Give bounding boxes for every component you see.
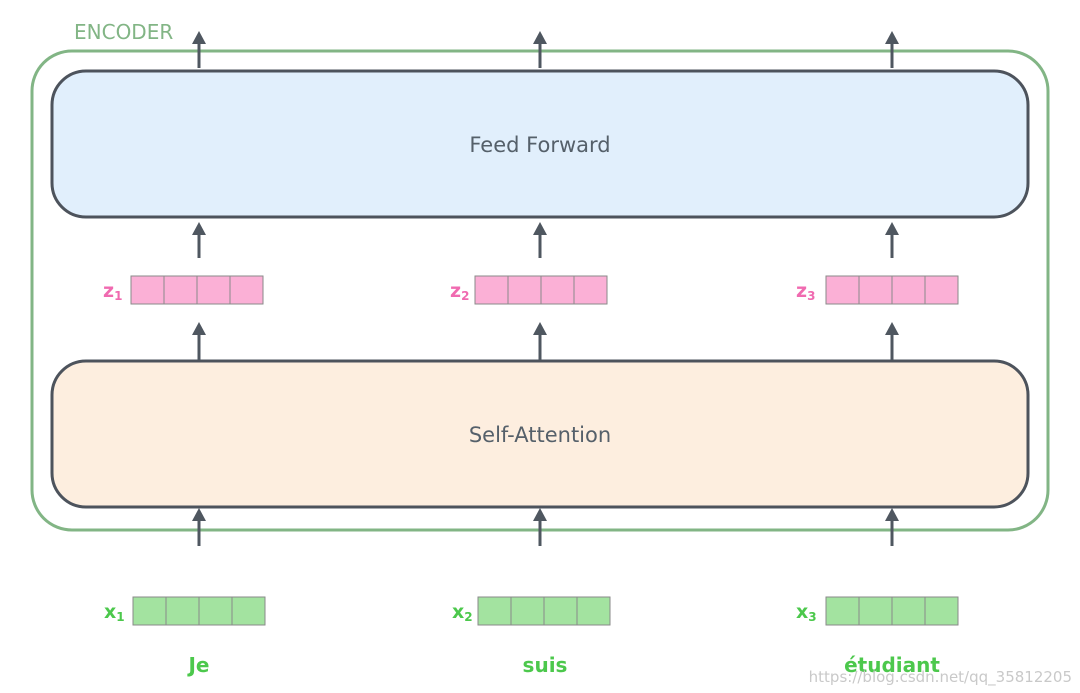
arrow-head-icon <box>885 322 899 335</box>
vector-cell <box>573 275 608 305</box>
feed-forward-label: Feed Forward <box>469 133 610 157</box>
z1-vector <box>130 275 264 305</box>
word-3: étudiant <box>844 653 940 677</box>
vector-cell <box>891 596 926 626</box>
arrow-head-icon <box>533 222 547 235</box>
feed-forward-block <box>50 69 1030 219</box>
vector-cell <box>163 275 198 305</box>
column-2: z2 x2 suis <box>450 275 611 677</box>
arrow-head-icon <box>885 222 899 235</box>
x2-vector <box>477 596 611 626</box>
vector-cell <box>858 275 893 305</box>
x3-label: x3 <box>796 601 817 624</box>
vector-cell <box>477 596 512 626</box>
self-attention-block <box>50 359 1030 509</box>
vector-cell <box>891 275 926 305</box>
z2-label: z2 <box>450 280 469 303</box>
word-2: suis <box>523 653 568 677</box>
arrow-head-icon <box>885 31 899 44</box>
x1-label: x1 <box>104 601 125 624</box>
z3-vector <box>825 275 959 305</box>
vector-cell <box>507 275 542 305</box>
vector-cell <box>825 596 860 626</box>
arrow-head-icon <box>192 31 206 44</box>
vector-cell <box>231 596 266 626</box>
vector-cell <box>196 275 231 305</box>
vector-cell <box>130 275 165 305</box>
arrow-head-icon <box>192 508 206 521</box>
vector-cell <box>858 596 893 626</box>
vector-cell <box>229 275 264 305</box>
column-1: z1 x1 Je <box>103 275 266 677</box>
x2-label: x2 <box>452 601 473 624</box>
vector-cell <box>576 596 611 626</box>
word-1: Je <box>186 653 209 677</box>
vector-cell <box>825 275 860 305</box>
vector-cell <box>198 596 233 626</box>
arrow-head-icon <box>192 222 206 235</box>
vector-cell <box>165 596 200 626</box>
arrow-head-icon <box>192 322 206 335</box>
vector-cell <box>543 596 578 626</box>
x3-vector <box>825 596 959 626</box>
vector-cell <box>924 275 959 305</box>
vector-cell <box>474 275 509 305</box>
column-3: z3 x3 étudiant <box>796 275 959 677</box>
arrow-head-icon <box>533 508 547 521</box>
z3-label: z3 <box>796 280 815 303</box>
self-attention-label: Self-Attention <box>469 423 611 447</box>
arrow-head-icon <box>885 508 899 521</box>
x1-vector <box>132 596 266 626</box>
z2-vector <box>474 275 608 305</box>
watermark: https://blog.csdn.net/qq_35812205 <box>809 668 1072 687</box>
vector-cell <box>132 596 167 626</box>
arrow-head-icon <box>533 31 547 44</box>
vector-cell <box>924 596 959 626</box>
vector-cell <box>540 275 575 305</box>
vector-cell <box>510 596 545 626</box>
arrow-head-icon <box>533 322 547 335</box>
encoder-label: ENCODER <box>74 20 173 44</box>
z1-label: z1 <box>103 280 122 303</box>
flow-arrows <box>192 31 899 546</box>
